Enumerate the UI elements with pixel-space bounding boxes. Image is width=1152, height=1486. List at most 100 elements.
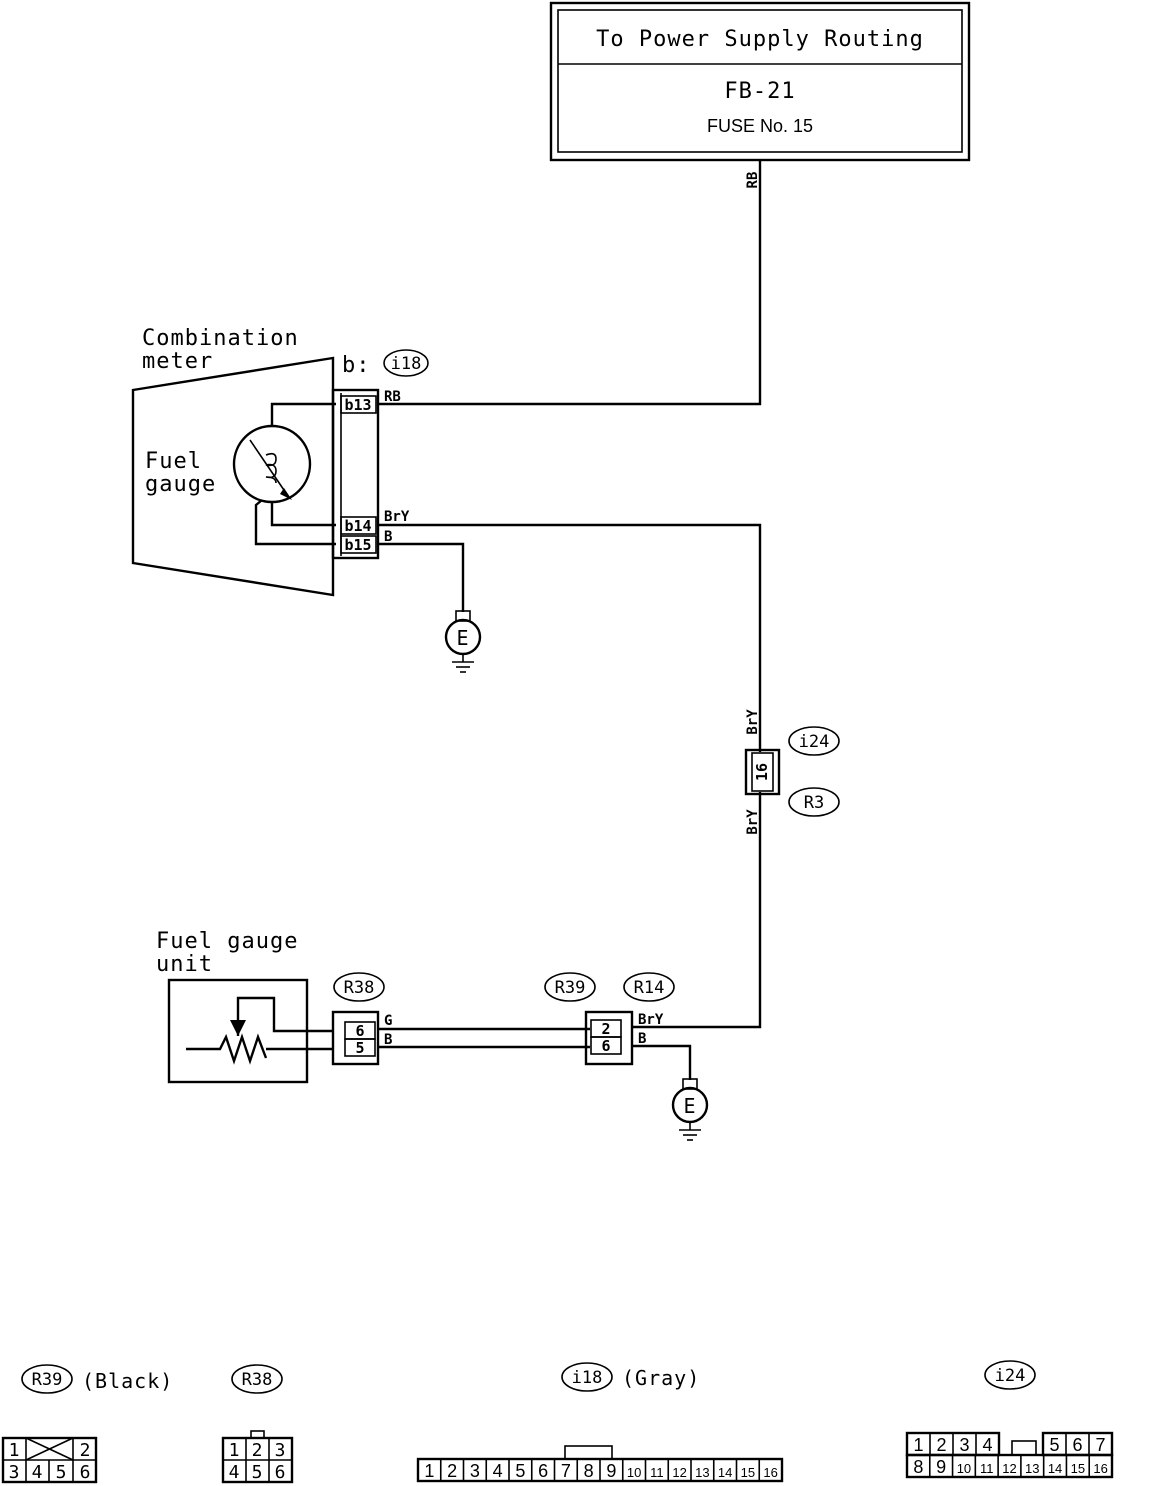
connector-r38: R38 6 5 [331, 972, 385, 1066]
legend-i24-pin-5: 5 [1049, 1435, 1059, 1455]
junction-id-bottom: R3 [804, 793, 824, 813]
junction-id-bottom-oval [788, 787, 840, 817]
legend-i18-pin-16: 16 [763, 1465, 777, 1480]
junction-pin: 16 [753, 763, 771, 781]
legend-i18-pin-5: 5 [515, 1461, 525, 1481]
ground-symbol-2: E [671, 1078, 709, 1141]
fuse-number: FUSE No. 15 [707, 116, 813, 136]
legend-i24-pin-12: 12 [1002, 1461, 1016, 1476]
meter-pin-b13: b13 [344, 396, 371, 414]
wires-r38-r39: G B [378, 1013, 590, 1049]
r14-oval [623, 972, 675, 1002]
ground-symbol-1-label: E [456, 626, 469, 650]
meter-label-line1: Combination [142, 326, 299, 351]
legend-i24-pin-6: 6 [1072, 1435, 1082, 1455]
wire-label-bry-lower: BrY [745, 809, 761, 835]
legend-i24-pin-11: 11 [980, 1461, 994, 1476]
legend-r39-pin-5: 5 [56, 1462, 67, 1483]
legend-i18-pin-1: 1 [424, 1461, 434, 1481]
r38-pin-2: 5 [355, 1039, 364, 1057]
legend-r39-color: (Black) [82, 1369, 173, 1393]
legend-i18-pin-3: 3 [470, 1461, 480, 1481]
legend-r38-pinout: 1 2 3 4 5 6 [221, 1430, 294, 1484]
legend-i18-pin-12: 12 [672, 1465, 686, 1480]
junction-id-top-oval [788, 726, 840, 756]
legend-r38-pin-4: 4 [229, 1462, 240, 1483]
legend-i18-pin-4: 4 [493, 1461, 503, 1481]
legend-i24-pin-15: 15 [1071, 1461, 1085, 1476]
fuel-gauge-icon [232, 424, 312, 504]
fuel-gauge-label-line2: gauge [145, 472, 216, 497]
wire-label-bry-r14: BrY [638, 1012, 664, 1028]
legend-i18-id: i18 [572, 1368, 603, 1388]
ground-symbol-1: E [444, 610, 482, 673]
r39-pin-1: 2 [601, 1020, 610, 1038]
wire-label-g: G [384, 1013, 392, 1029]
legend-i18-pin-9: 9 [606, 1461, 616, 1481]
legend-i24-pin-13: 13 [1025, 1461, 1039, 1476]
power-supply-box: To Power Supply Routing FB-21 FUSE No. 1… [549, 1, 971, 162]
legend-i18-pin-2: 2 [447, 1461, 457, 1481]
power-box-title: To Power Supply Routing [596, 27, 924, 52]
meter-pin-b15: b15 [344, 536, 371, 554]
legend-r38-oval [231, 1364, 283, 1394]
r38-pin-1: 6 [355, 1022, 364, 1040]
legend-i18-color: (Gray) [622, 1366, 700, 1390]
wire-label-bry-meter: BrY [384, 509, 410, 525]
legend-r38-id: R38 [242, 1370, 273, 1390]
r39-id: R39 [555, 978, 586, 998]
r38-oval [333, 972, 385, 1002]
legend-i24-pin-1: 1 [913, 1435, 923, 1455]
legend-r39-pin-6: 6 [80, 1462, 91, 1483]
wire-label-b-r38: B [384, 1032, 392, 1048]
junction-id-top: i24 [799, 732, 830, 752]
legend-i18-pin-8: 8 [584, 1461, 594, 1481]
legend-r38-pin-6: 6 [275, 1462, 286, 1483]
legend-i24-pin-9: 9 [936, 1457, 946, 1477]
legend-i24-pin-3: 3 [959, 1435, 969, 1455]
ground-symbol-2-label: E [683, 1094, 696, 1118]
legend-r39-pin-2: 2 [80, 1440, 91, 1461]
legend-i24-pin-4: 4 [982, 1435, 992, 1455]
legend-i24-pin-16: 16 [1093, 1461, 1107, 1476]
legend-r39-pin-3: 3 [9, 1462, 20, 1483]
legend-i24-pin-10: 10 [957, 1461, 971, 1476]
wire-b-unit-ground: B [632, 1031, 692, 1080]
junction-connector: 16 i24 R3 [744, 726, 840, 817]
legend-r39-pin-1: 1 [9, 1440, 20, 1461]
legend-i24-pin-7: 7 [1095, 1435, 1105, 1455]
legend-r38-pin-5: 5 [252, 1462, 263, 1483]
r14-id: R14 [634, 978, 665, 998]
legend-r39: R39 (Black) 1 2 3 4 5 6 [1, 1364, 173, 1484]
combination-meter: Combination meter b: i18 Fuel gauge b13 … [131, 326, 429, 597]
legend-r39-oval [21, 1364, 73, 1394]
legend-r39-pin-4: 4 [32, 1462, 43, 1483]
wire-label-b-meter: B [384, 529, 392, 545]
fuel-gauge-unit: Fuel gauge unit [156, 929, 334, 1084]
wire-label-b-r14: B [638, 1031, 646, 1047]
wire-label-rb-meter: RB [384, 389, 401, 405]
legend-r38-pin-1: 1 [229, 1440, 240, 1461]
unit-label-line2: unit [156, 952, 213, 977]
wire-label-bry-upper: BrY [745, 709, 761, 735]
wire-bry: BrY BrY BrY BrY [378, 509, 762, 1029]
unit-label-line1: Fuel gauge [156, 929, 298, 954]
fuel-gauge-label-line1: Fuel [145, 449, 202, 474]
legend-i18-pin-7: 7 [561, 1461, 571, 1481]
meter-conn-prefix: b: [342, 353, 371, 378]
legend-r38-pin-2: 2 [252, 1440, 263, 1461]
legend-i24-pin-8: 8 [913, 1457, 923, 1477]
legend-r39-id: R39 [32, 1370, 63, 1390]
legend-r38: R38 1 2 3 4 5 6 [221, 1364, 294, 1484]
r38-id: R38 [344, 978, 375, 998]
legend-r38-pin-3: 3 [275, 1440, 286, 1461]
meter-conn-id: i18 [391, 354, 422, 374]
legend-i18-pin-15: 15 [741, 1465, 755, 1480]
meter-pin-b14: b14 [344, 517, 371, 535]
legend-i18-pin-11: 11 [650, 1465, 664, 1480]
variable-resistor-icon [186, 996, 334, 1065]
wire-b-meter-ground: B [378, 529, 465, 612]
